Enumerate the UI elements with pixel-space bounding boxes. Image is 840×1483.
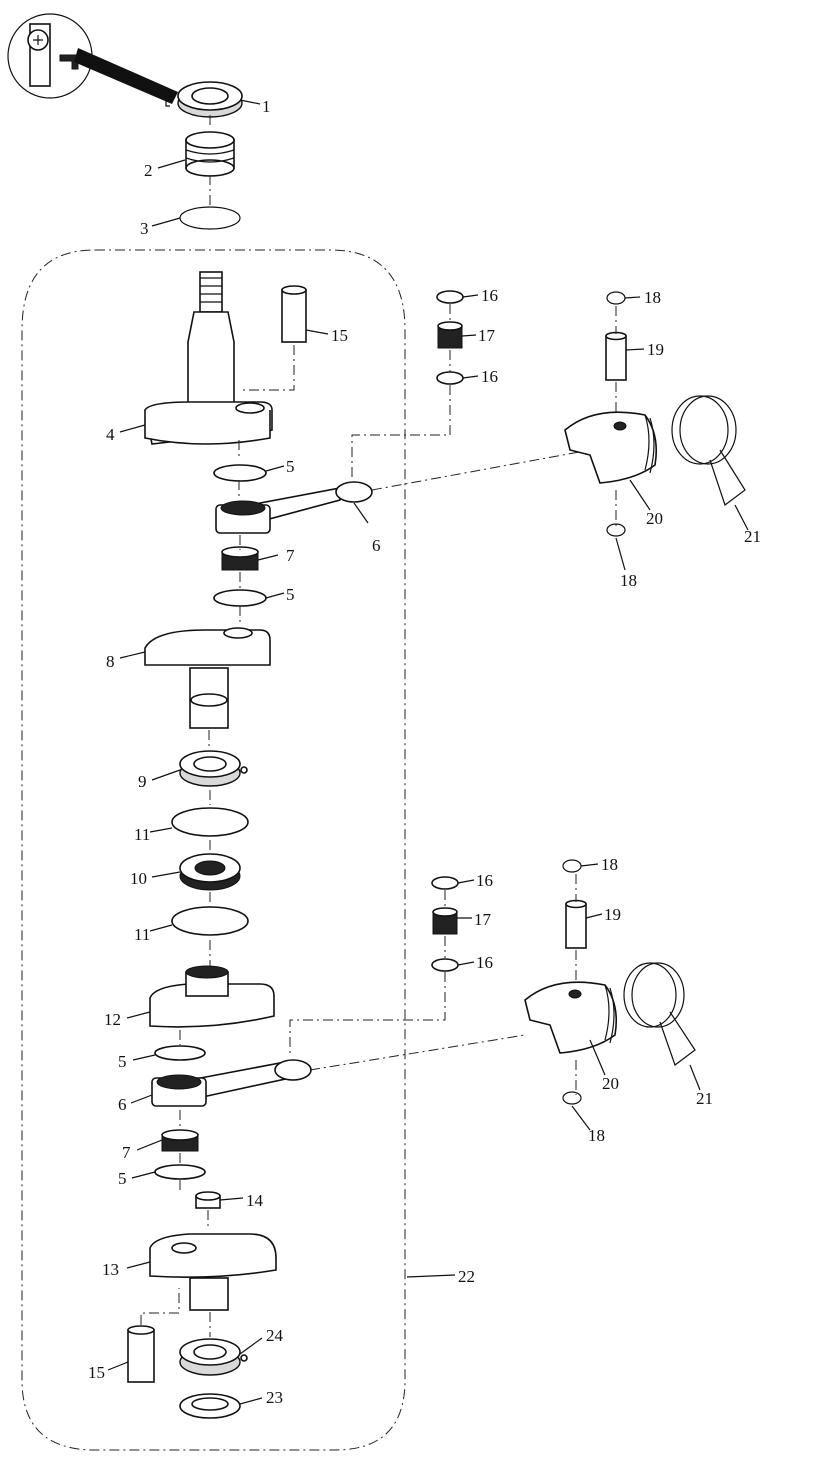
label-part-21-a: 21 [744, 527, 761, 546]
part-11-snap-ring-b [171, 906, 249, 936]
part-18-clip-d [562, 1091, 582, 1105]
label-part-3: 3 [140, 219, 149, 238]
label-part-22: 22 [458, 1267, 475, 1286]
part-10-seal [179, 853, 241, 891]
part-20-piston-a [564, 411, 658, 484]
label-part-16-b: 16 [481, 367, 498, 386]
label-part-16-a: 16 [481, 286, 498, 305]
label-part-7-a: 7 [286, 546, 295, 565]
part-6-connecting-rod-upper [215, 481, 373, 534]
label-part-11-b: 11 [134, 925, 150, 944]
label-part-19-a: 19 [647, 340, 664, 359]
part-17-needle-bearing-a [437, 321, 463, 349]
label-part-10: 10 [130, 869, 147, 888]
part-5-washer-c [154, 1045, 206, 1061]
label-part-23: 23 [266, 1388, 283, 1407]
part-17-needle-bearing-b [432, 907, 458, 935]
label-part-9: 9 [138, 772, 147, 791]
label-part-15-b: 15 [88, 1363, 105, 1382]
part-20-piston-b [524, 981, 618, 1054]
part-13-crank-web [149, 1233, 277, 1311]
label-part-11-a: 11 [134, 825, 150, 844]
part-9-bearing [179, 750, 248, 787]
label-part-18-d: 18 [588, 1126, 605, 1145]
part-14-plug [195, 1191, 221, 1209]
part-18-clip-c [562, 859, 582, 873]
part-7-needle-bearing-upper [221, 546, 259, 571]
label-part-2: 2 [144, 161, 153, 180]
part-4-crank-web [144, 271, 273, 445]
part-5-washer-b [213, 589, 267, 607]
label-part-5-a: 5 [286, 457, 295, 476]
label-part-8: 8 [106, 652, 115, 671]
label-part-21-b: 21 [696, 1089, 713, 1108]
part-19-piston-pin-a [605, 331, 627, 381]
label-part-20-b: 20 [602, 1074, 619, 1093]
part-2-bushing [185, 131, 235, 177]
part-21-piston-rings-b [623, 962, 696, 1066]
part-24-bearing [179, 1338, 248, 1376]
part-1-oil-seal [177, 81, 243, 118]
label-part-20-a: 20 [646, 509, 663, 528]
assembly-boundary-22 [21, 249, 406, 1451]
part-6-connecting-rod-lower [151, 1059, 312, 1107]
part-5-washer-a [213, 464, 267, 482]
label-part-18-a: 18 [644, 288, 661, 307]
label-part-16-c: 16 [476, 871, 493, 890]
part-19-piston-pin-b [565, 899, 587, 949]
label-part-12: 12 [104, 1010, 121, 1029]
label-part-14: 14 [246, 1191, 264, 1210]
part-15-pin-top [281, 285, 307, 343]
part-16-washer-c [431, 876, 459, 890]
part-5-washer-d [154, 1164, 206, 1180]
part-21-piston-rings-a [671, 395, 746, 506]
part-3-o-ring [179, 206, 241, 230]
label-part-18-c: 18 [601, 855, 618, 874]
label-part-5-d: 5 [118, 1169, 127, 1188]
label-part-5-b: 5 [286, 585, 295, 604]
label-part-16-d: 16 [476, 953, 493, 972]
label-part-24: 24 [266, 1326, 284, 1345]
part-15-pin-bottom [127, 1325, 155, 1383]
part-23-washer [179, 1393, 241, 1419]
label-part-5-c: 5 [118, 1052, 127, 1071]
label-part-6-b: 6 [118, 1095, 127, 1114]
part-16-washer-b [436, 371, 464, 385]
label-part-17-b: 17 [474, 910, 492, 929]
label-part-6-a: 6 [372, 536, 381, 555]
part-8-crank-web [144, 627, 271, 729]
part-18-clip-a [606, 291, 626, 305]
label-part-15-a: 15 [331, 326, 348, 345]
label-part-17-a: 17 [478, 326, 496, 345]
label-part-18-b: 18 [620, 571, 637, 590]
part-16-washer-d [431, 958, 459, 972]
part-16-washer-a [436, 290, 464, 304]
label-part-7-b: 7 [122, 1143, 131, 1162]
tool-icon [7, 13, 178, 107]
part-12-crank-web [149, 965, 275, 1028]
label-part-4: 4 [106, 425, 115, 444]
part-18-clip-b [606, 523, 626, 537]
label-part-13: 13 [102, 1260, 119, 1279]
part-11-snap-ring-a [171, 807, 249, 837]
label-part-19-b: 19 [604, 905, 621, 924]
label-part-1: 1 [262, 97, 271, 116]
part-7-needle-bearing-lower [161, 1129, 199, 1152]
